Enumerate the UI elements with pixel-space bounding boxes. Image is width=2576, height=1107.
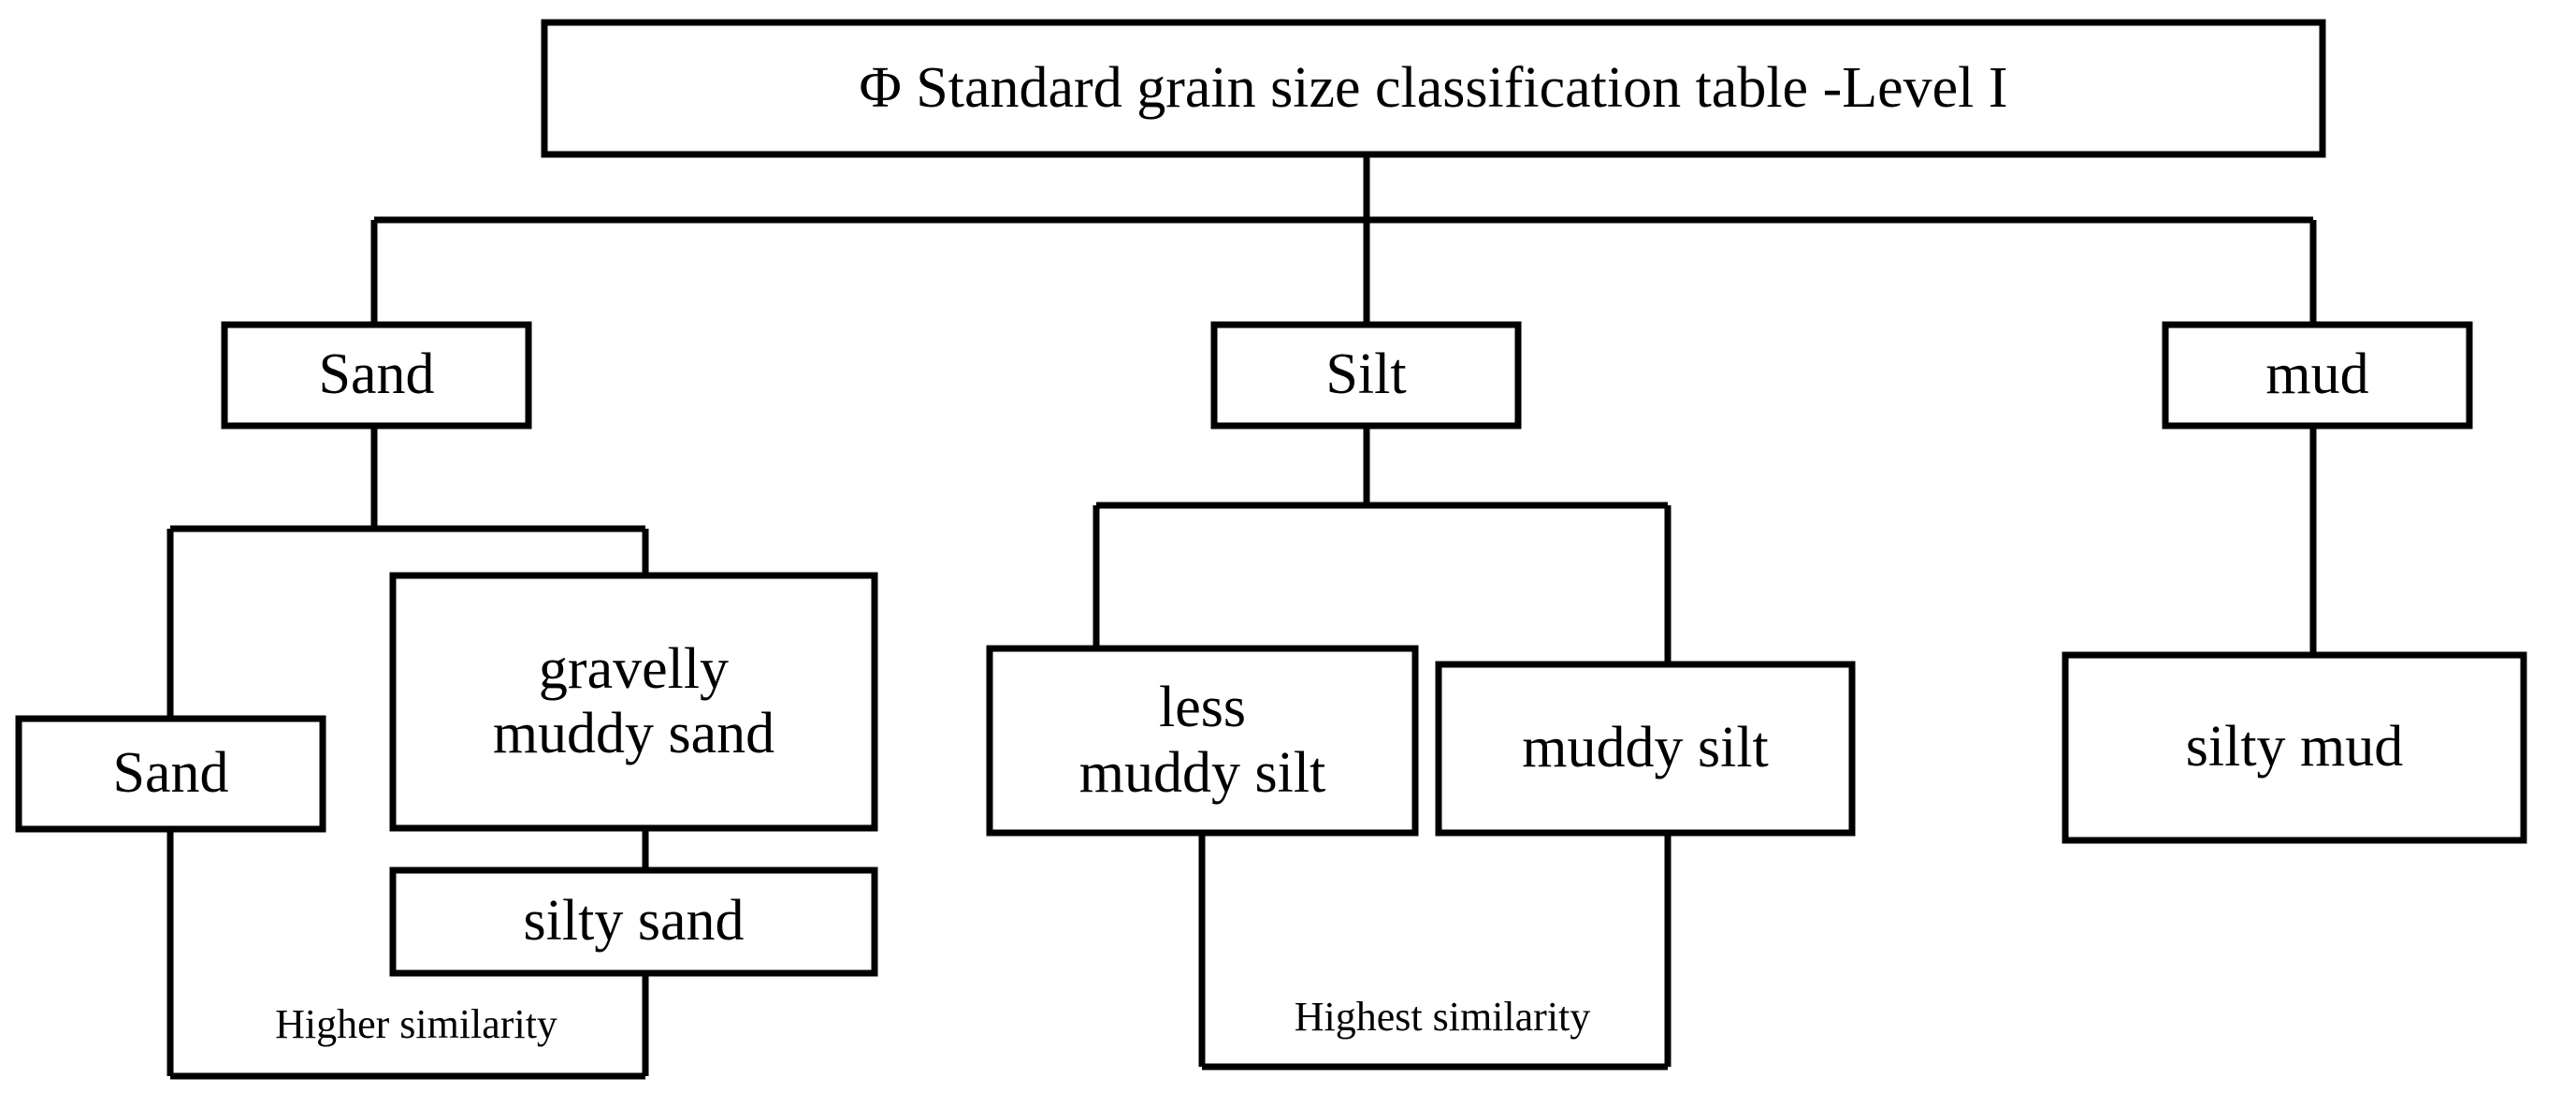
silty-sand-box [389,867,878,977]
mud-level2-box [2162,321,2473,430]
sand-level3-box [15,715,326,833]
title-box [541,19,2326,158]
sand-level2-box [221,321,532,430]
muddy-silt-box [1435,661,1856,837]
gravelly-muddy-sand-box [389,572,878,832]
silty-mud-box [2062,651,2527,844]
silt-level2-box [1210,321,1522,430]
less-muddy-silt-box [986,645,1419,837]
